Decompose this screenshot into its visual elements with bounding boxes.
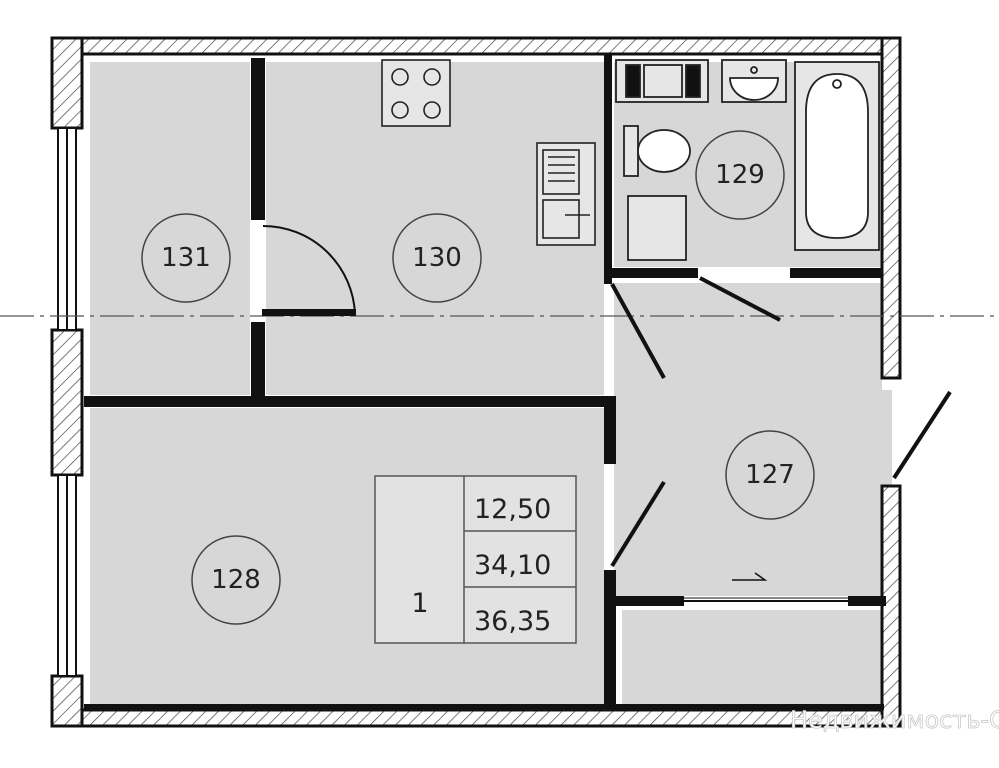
washing-machine	[627, 195, 687, 261]
entrance-door-leaf	[892, 390, 952, 480]
wall-131-130-bottom	[251, 322, 265, 398]
doors	[262, 224, 952, 602]
door-131-arc	[262, 224, 356, 315]
left-windows	[57, 127, 77, 677]
left-wall-upper	[50, 36, 84, 130]
rooms-count: 1	[411, 588, 428, 619]
room-131-label: 131	[161, 243, 211, 273]
burner-2	[423, 68, 441, 86]
top-wall	[76, 36, 900, 56]
room-130-label: 130	[412, 243, 462, 273]
wall-corridor-balcony-left	[612, 596, 684, 606]
burner-3	[391, 101, 409, 119]
toilet-tank	[623, 125, 639, 177]
wall-128-corridor-top	[604, 396, 616, 464]
bathroom-fixtures	[615, 59, 880, 261]
balcony-arrow	[732, 572, 768, 581]
total-area-value: 34,10	[474, 550, 551, 581]
kitchen-fixtures	[381, 59, 596, 246]
room-130-circle	[392, 213, 482, 303]
room-127-fill	[614, 283, 892, 596]
room-127-circle	[725, 430, 815, 520]
interior-walls	[84, 54, 886, 710]
wall-bottom-inner	[84, 704, 884, 710]
wall-131-130-top	[251, 58, 265, 220]
burner-1	[391, 68, 409, 86]
room-131-fill	[90, 62, 250, 395]
stove	[381, 59, 451, 127]
room-129-label: 129	[715, 160, 765, 190]
door-128-leaf	[610, 480, 666, 568]
wall-bath-bottom-left	[604, 268, 698, 278]
total-area-balcony-value: 36,35	[474, 606, 551, 637]
room-labels	[141, 130, 815, 625]
burner-4	[423, 101, 441, 119]
wall-rooms-128	[84, 396, 616, 407]
left-wall-lower	[50, 674, 84, 728]
room-128-circle	[191, 535, 281, 625]
bottom-wall	[76, 708, 900, 728]
door-129-leaf	[699, 276, 781, 322]
room-balcony-fill	[622, 610, 882, 708]
wall-bath-bottom-right	[790, 268, 882, 278]
door-130-leaf	[610, 283, 666, 379]
area-summary-table	[374, 475, 577, 644]
watermark: Недвижимость-СПб	[790, 706, 999, 734]
left-wall-middle	[50, 328, 84, 477]
living-area-value: 12,50	[474, 494, 551, 525]
wall-kitchen-bath	[604, 54, 612, 284]
right-wall-upper	[880, 36, 902, 380]
door-131-leaf	[262, 309, 356, 316]
outer-walls	[50, 36, 902, 728]
toilet-bowl	[637, 129, 691, 173]
room-129-circle	[695, 130, 785, 220]
wall-corridor-balcony-right	[848, 596, 886, 606]
room-131-circle	[141, 213, 231, 303]
wall-128-corridor-bottom	[604, 570, 616, 710]
room-128-label: 128	[211, 565, 261, 595]
room-127-label: 127	[745, 460, 795, 490]
